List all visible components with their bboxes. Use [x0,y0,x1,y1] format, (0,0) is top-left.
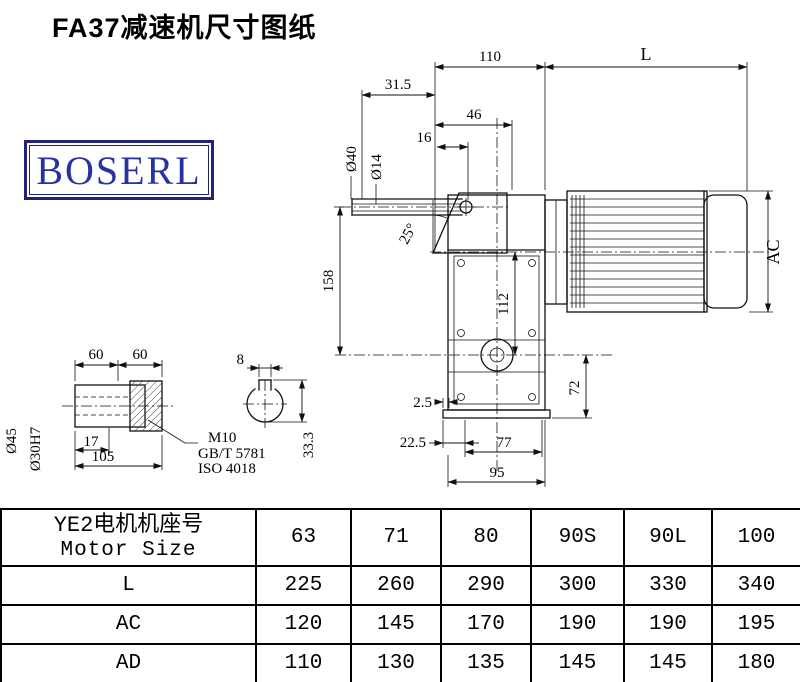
dim-dia14-label: Ø14 [369,154,385,180]
dim-112: 112 [496,251,518,356]
dim-158: 158 [321,206,344,356]
table-cell: 135 [440,643,532,682]
dim-25deg-label: 25° [396,221,420,247]
table-row-AC: AC 120 145 170 190 190 195 [0,604,800,645]
input-pin [340,198,508,216]
dim-dia30h7-label: Ø30H7 [28,426,44,471]
table-cell: 145 [350,604,442,645]
dim-8: 8 [237,352,283,377]
row-label-AD: AD [0,643,257,682]
row-label-L: L [0,565,257,606]
note-m10: M10 [208,430,236,446]
boserl-logo-text: BOSERL [36,147,202,193]
table-header-cn: YE2电机机座号 [53,513,204,539]
dim-33-3-label: 33.3 [301,432,317,458]
table-row-AD: AD 110 130 135 145 145 180 [0,643,800,682]
table-cell: 340 [711,565,800,606]
dim-16-label: 16 [417,130,433,146]
table-col-63: 63 [255,508,352,567]
table-cell: 260 [350,565,442,606]
dim-105: 105 [74,435,163,470]
dim-25deg: 25° [396,221,420,247]
dim-72-label: 72 [567,381,583,396]
dim-60-60: 60 60 [74,347,163,381]
table-header-en: Motor Size [60,538,197,562]
table-cell: 130 [350,643,442,682]
dim-dia45-label: Ø45 [4,428,20,454]
dim-17-label: 17 [84,434,100,450]
boserl-logo: BOSERL [24,140,214,200]
dim-AC-label: AC [763,239,783,264]
table-col-71: 71 [350,508,442,567]
dim-AC: AC [709,190,783,313]
motor-size-table: YE2电机机座号 Motor Size 63 71 80 90S 90L 100… [0,508,800,682]
technical-drawing: 110 L 31.5 46 16 Ø40 Ø14 [4,44,783,487]
table-cell: 145 [530,643,625,682]
table-header-row: YE2电机机座号 Motor Size 63 71 80 90S 90L 100 [0,508,800,567]
motor [566,190,748,313]
dim-L: L [544,44,748,191]
dim-46: 46 [434,107,513,190]
dim-dia40-label: Ø40 [344,146,360,172]
dim-105-label: 105 [92,449,115,465]
table-row-L: L 225 260 290 300 330 340 [0,565,800,606]
table-cell: 190 [530,604,625,645]
row-label-AC: AC [0,604,257,645]
dim-dia14: Ø14 [369,154,385,204]
shaft-section-view [243,378,287,428]
dim-8-label: 8 [237,352,245,368]
dim-2-5: 2.5 [413,395,458,411]
dim-33-3: 33.3 [268,379,317,458]
dim-112-label: 112 [496,293,512,315]
dim-16: 16 [417,130,469,200]
dim-22-5: 22.5 [400,420,479,457]
dim-77-label: 77 [497,435,513,451]
dim-dia40: Ø40 [344,146,360,199]
table-col-90l: 90L [623,508,713,567]
thread-notes: M10 GB/T 5781 ISO 4018 [147,419,266,477]
dim-dia30h7: Ø30H7 [28,426,44,471]
dim-31-5: 31.5 [361,77,436,199]
page-title: FA37减速机尺寸图纸 [52,13,317,43]
table-cell: 190 [623,604,713,645]
dim-dia45: Ø45 [4,428,20,454]
table-cell: 330 [623,565,713,606]
dim-60-left-label: 60 [89,347,104,363]
dim-95: 95 [447,420,546,487]
dim-110-label: 110 [479,49,501,65]
dim-L-label: L [641,44,652,64]
dim-31-5-label: 31.5 [385,77,411,93]
table-cell: 180 [711,643,800,682]
table-cell: 120 [255,604,352,645]
dim-95-label: 95 [490,465,505,481]
table-cell: 225 [255,565,352,606]
table-cell: 195 [711,604,800,645]
dim-22-5-label: 22.5 [400,435,426,451]
dim-60-right-label: 60 [133,347,148,363]
table-header-cell: YE2电机机座号 Motor Size [0,508,257,567]
table-cell: 290 [440,565,532,606]
note-gbt-5781: GB/T 5781 [198,446,266,462]
table-cell: 110 [255,643,352,682]
dim-2-5-label: 2.5 [413,395,432,411]
dim-72: 72 [552,354,592,419]
table-col-90s: 90S [530,508,625,567]
dim-158-label: 158 [321,270,337,293]
table-col-80: 80 [440,508,532,567]
table-cell: 300 [530,565,625,606]
mounting-plate [432,192,508,254]
output-shaft-view [62,380,176,432]
table-col-100: 100 [711,508,800,567]
table-cell: 145 [623,643,713,682]
dim-110: 110 [434,49,546,250]
dim-77: 77 [464,420,543,457]
dim-46-label: 46 [467,107,483,123]
note-iso-4018: ISO 4018 [198,461,256,477]
table-cell: 170 [440,604,532,645]
centerlines [335,118,770,472]
